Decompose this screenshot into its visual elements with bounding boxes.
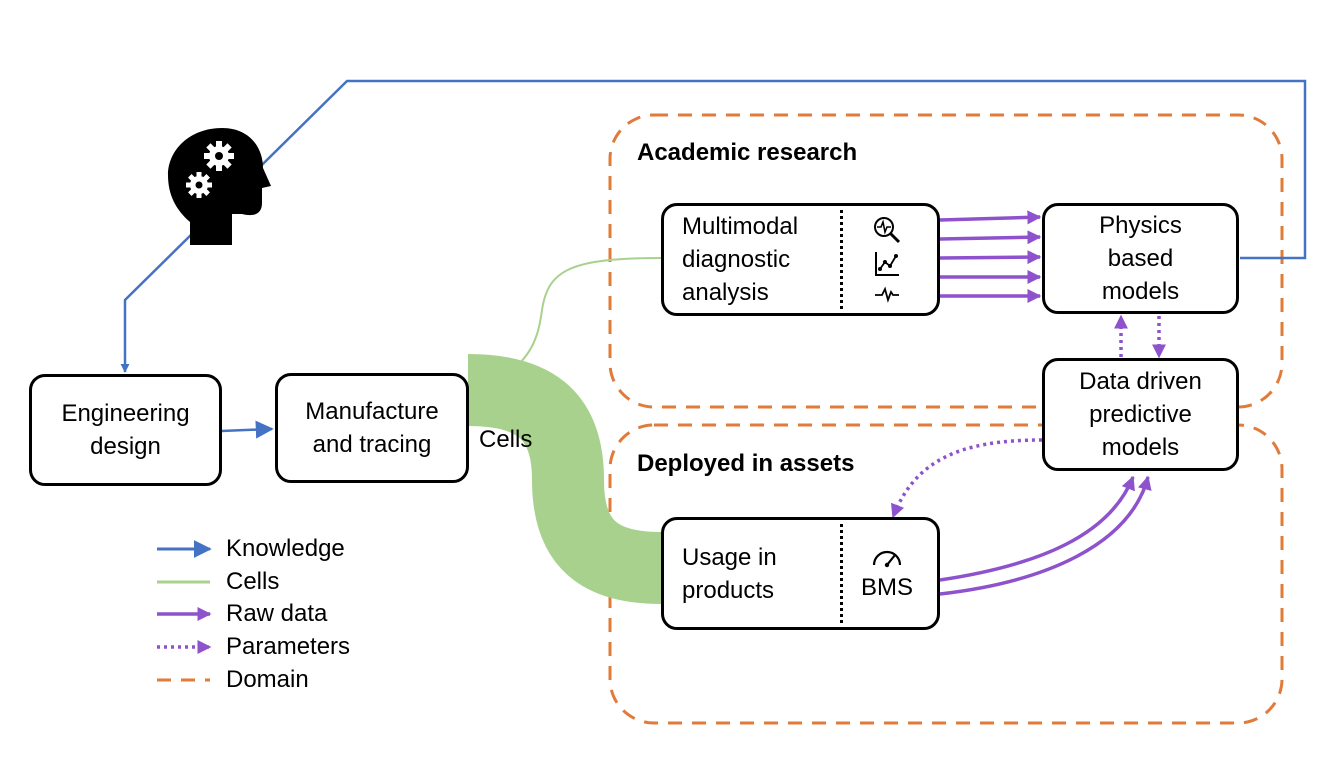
line-chart-icon <box>875 251 899 276</box>
deployed-domain-label: Deployed in assets <box>637 450 855 477</box>
raw-data-bms-arrow-1 <box>939 475 1135 582</box>
manufacture-node: Manufacture and tracing <box>275 373 469 483</box>
legend-domain-label: Domain <box>226 666 309 693</box>
speedometer-icon <box>872 550 902 567</box>
magnifier-waveform-icon <box>874 216 901 243</box>
knowledge-arrow-design-to-manufacture <box>220 420 274 439</box>
multimodal-divider <box>840 210 843 309</box>
physics-models-node: Physics based models <box>1042 203 1239 314</box>
bms-section: BMS <box>837 520 937 627</box>
usage-node: Usage in products BMS <box>661 517 940 630</box>
pulse-icon <box>875 285 899 303</box>
data-driven-models-node: Data driven predictive models <box>1042 358 1239 471</box>
usage-divider <box>840 524 843 623</box>
raw-data-arrows-group <box>939 210 1042 303</box>
legend-raw-data-label: Raw data <box>226 600 328 627</box>
legend-knowledge-label: Knowledge <box>226 535 345 562</box>
multimodal-icons <box>837 206 937 313</box>
usage-label: Usage in products <box>682 543 777 604</box>
legend-cells-label: Cells <box>226 568 280 595</box>
multimodal-label: Multimodal diagnostic analysis <box>682 213 799 306</box>
knowledge-feedback-line <box>120 79 1307 373</box>
cells-flow-label: Cells <box>479 426 533 453</box>
raw-data-bms-arrow-2 <box>939 475 1152 596</box>
legend-parameters-label: Parameters <box>226 633 351 660</box>
parameters-arrow-to-bms <box>891 438 1043 519</box>
bms-label: BMS <box>860 573 913 601</box>
multimodal-node: Multimodal diagnostic analysis <box>661 203 940 316</box>
cells-thick-flow <box>467 354 663 604</box>
academic-domain-label: Academic research <box>637 139 858 166</box>
engineering-design-node: Engineering design <box>29 374 222 486</box>
head-gears-icon <box>168 128 271 245</box>
